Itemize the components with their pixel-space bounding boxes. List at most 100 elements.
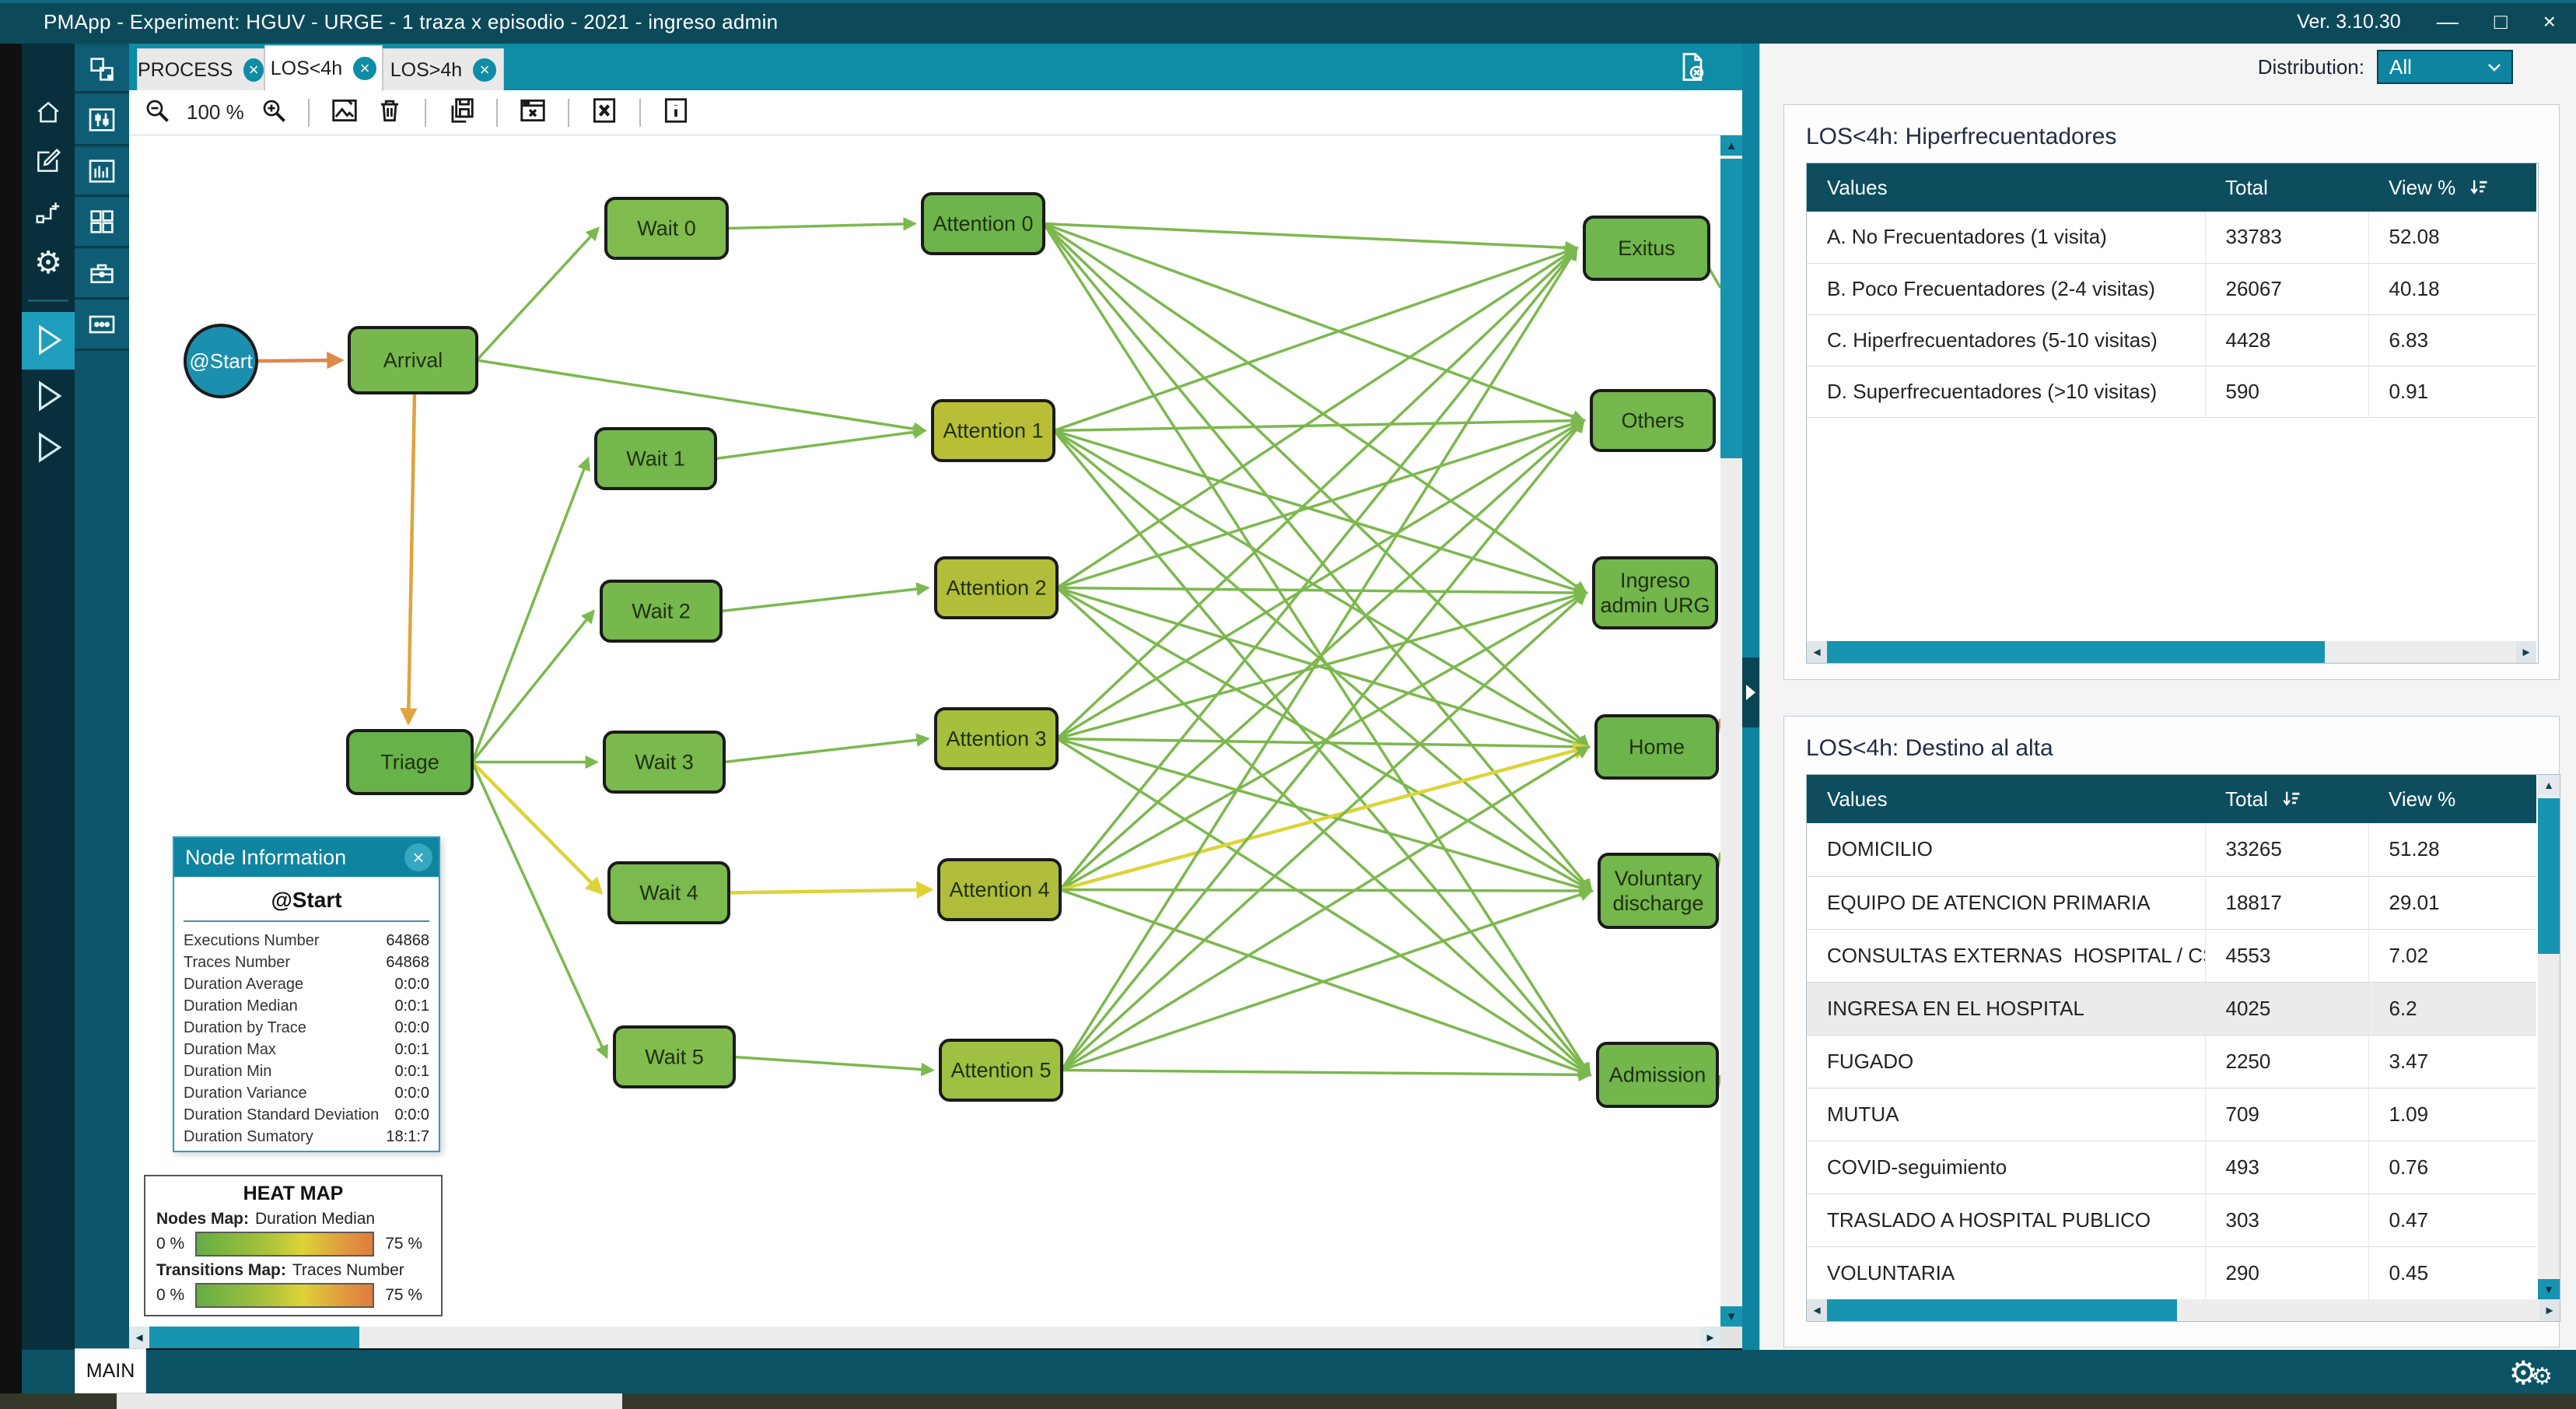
node-information-header[interactable]: Node Information × [174, 838, 439, 877]
scroll-right-icon[interactable]: ► [2516, 641, 2536, 663]
splitter-collapse-handle[interactable] [1742, 657, 1759, 727]
delete-page-icon[interactable] [1675, 50, 1710, 88]
add-transition-icon[interactable] [33, 198, 63, 231]
tab-los-lt-4h[interactable]: LOS<4h × [264, 45, 383, 91]
node-att4[interactable]: Attention 4 [937, 858, 1062, 921]
canvas-horizontal-scrollbar[interactable]: ◄ ► [129, 1327, 1720, 1348]
tab-close-icon[interactable]: × [473, 58, 497, 82]
scroll-right-icon[interactable]: ► [2539, 1299, 2560, 1321]
maximize-button[interactable]: □ [2494, 9, 2508, 33]
delete-icon[interactable] [375, 96, 404, 129]
export-image-icon[interactable] [330, 96, 359, 129]
node-att5[interactable]: Attention 5 [939, 1039, 1063, 1102]
node-home[interactable]: Home [1594, 714, 1719, 780]
close-window-icon[interactable] [518, 96, 548, 129]
settings-gears-icon[interactable]: ⚙⚙ [2508, 1355, 2553, 1391]
scroll-left-icon[interactable]: ◄ [1807, 641, 1827, 663]
node-att0[interactable]: Attention 0 [921, 192, 1045, 255]
node-wait1[interactable]: Wait 1 [594, 427, 717, 490]
node-att2[interactable]: Attention 2 [934, 556, 1059, 619]
node-others[interactable]: Others [1590, 389, 1716, 452]
node-triage[interactable]: Triage [346, 729, 474, 795]
scroll-left-icon[interactable]: ◄ [1807, 1299, 1827, 1321]
charts-button[interactable] [75, 148, 129, 197]
column-header-values[interactable]: Values [1807, 775, 2205, 823]
export-excel-icon[interactable] [590, 96, 619, 129]
scroll-up-icon[interactable]: ▲ [1720, 135, 1742, 156]
settings-gear-icon[interactable]: ⚙ [34, 246, 62, 280]
node-start[interactable]: @Start [184, 324, 258, 398]
main-tab[interactable]: MAIN [75, 1348, 146, 1393]
scrollbar-thumb[interactable] [1827, 1299, 2177, 1321]
dashboard-grid-button[interactable] [75, 198, 129, 248]
column-header-values[interactable]: Values [1807, 163, 2205, 212]
node-wait5[interactable]: Wait 5 [613, 1025, 736, 1088]
column-header-view[interactable]: View % [2368, 163, 2536, 212]
node-wait0[interactable]: Wait 0 [604, 197, 729, 260]
tab-close-icon[interactable]: × [243, 58, 264, 82]
minimize-button[interactable]: — [2436, 9, 2459, 33]
column-header-view[interactable]: View % [2368, 775, 2536, 823]
column-header-total[interactable]: Total [2205, 775, 2368, 823]
close-button[interactable]: × [2543, 9, 2556, 33]
node-wait2[interactable]: Wait 2 [600, 580, 723, 643]
play-button-2[interactable] [29, 377, 68, 419]
filters-button[interactable] [75, 95, 129, 146]
node-admission[interactable]: Admission [1596, 1042, 1719, 1108]
tab-process[interactable]: PROCESS × [137, 48, 264, 91]
node-exitus[interactable]: Exitus [1583, 216, 1710, 281]
toolbox-button[interactable] [75, 249, 129, 300]
node-arrival[interactable]: Arrival [348, 326, 478, 394]
scroll-up-icon[interactable]: ▲ [2538, 775, 2560, 795]
scroll-left-icon[interactable]: ◄ [129, 1327, 149, 1348]
node-att1[interactable]: Attention 1 [931, 399, 1055, 462]
home-icon[interactable] [33, 98, 63, 131]
info-icon[interactable] [661, 96, 691, 129]
table-vertical-scrollbar[interactable]: ▲ ▼ [2538, 775, 2560, 1299]
node-att3[interactable]: Attention 3 [934, 707, 1059, 770]
column-header-total[interactable]: Total [2205, 163, 2368, 212]
table-horizontal-scrollbar[interactable]: ◄ ► [1807, 641, 2536, 663]
scrollbar-thumb[interactable] [1720, 159, 1742, 458]
close-icon[interactable]: × [404, 843, 432, 871]
node-information-panel[interactable]: Node Information × @Start Executions Num… [173, 836, 440, 1152]
edit-icon[interactable] [33, 146, 63, 180]
scrollbar-thumb[interactable] [1827, 641, 2325, 663]
table-horizontal-scrollbar[interactable]: ◄ ► [1807, 1299, 2560, 1321]
node-wait4[interactable]: Wait 4 [607, 861, 730, 924]
scroll-down-icon[interactable]: ▼ [2538, 1279, 2560, 1299]
process-view-button[interactable] [75, 47, 129, 93]
tab-los-gt-4h[interactable]: LOS>4h × [383, 48, 504, 91]
scroll-down-icon[interactable]: ▼ [1720, 1306, 1742, 1327]
table-row[interactable]: B. Poco Frecuentadores (2-4 visitas)2606… [1807, 263, 2536, 315]
play-button-3[interactable] [29, 428, 68, 471]
panel-splitter[interactable] [1742, 44, 1759, 1350]
scrollbar-thumb[interactable] [2538, 798, 2560, 954]
play-button-1[interactable] [29, 321, 68, 363]
zoom-out-icon[interactable] [143, 96, 171, 128]
scroll-right-icon[interactable]: ► [1700, 1327, 1720, 1348]
table-row[interactable]: C. Hiperfrecuentadores (5-10 visitas)442… [1807, 314, 2536, 366]
tab-close-icon[interactable]: × [353, 57, 377, 80]
more-options-button[interactable] [75, 300, 129, 351]
node-wait3[interactable]: Wait 3 [603, 731, 726, 794]
scrollbar-thumb[interactable] [149, 1327, 359, 1348]
save-copy-icon[interactable] [446, 96, 476, 129]
zoom-in-icon[interactable] [260, 96, 288, 128]
distribution-dropdown[interactable]: All [2377, 50, 2513, 84]
canvas-vertical-scrollbar[interactable]: ▲ ▼ [1720, 135, 1742, 1327]
